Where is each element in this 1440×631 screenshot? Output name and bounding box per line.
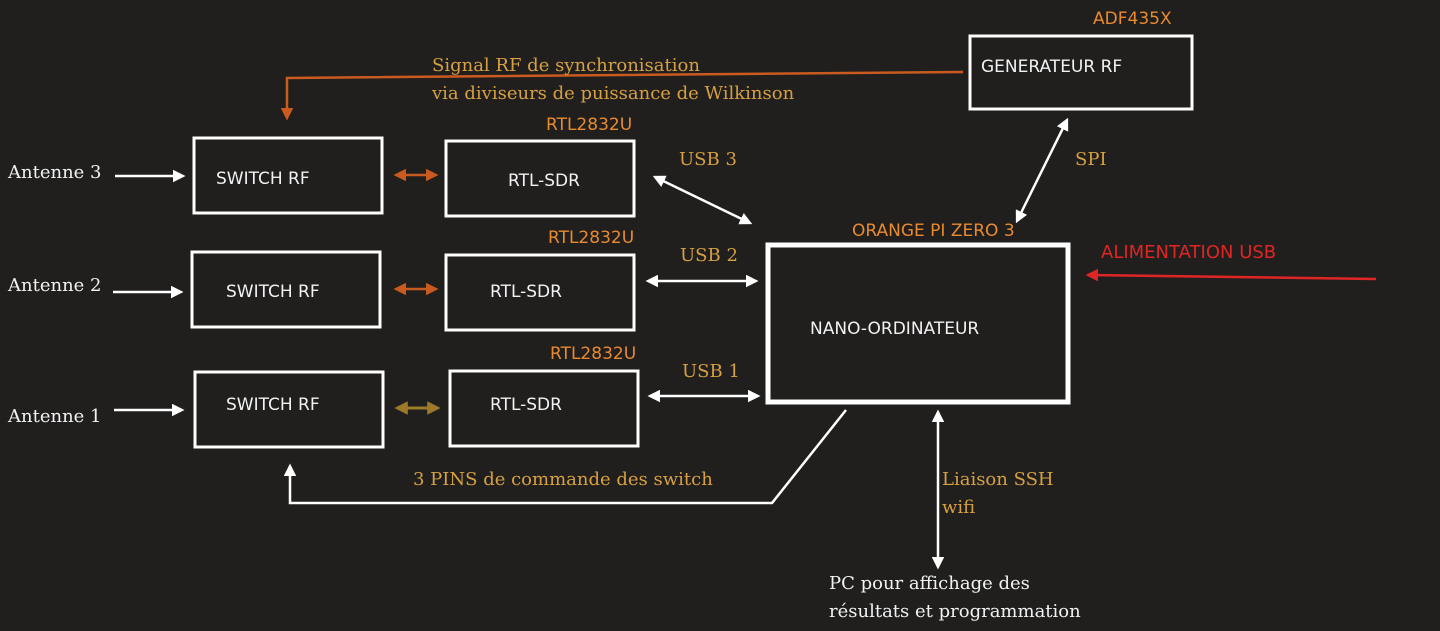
switch-control-line: [283, 409, 847, 505]
switch-rf-3-box: [192, 136, 384, 215]
rtl-sdr-3-label: RTL-SDR: [508, 171, 580, 191]
generator-chip-label: ADF435X: [1093, 9, 1172, 29]
pc-label-line2: résultats et programmation: [829, 601, 1081, 622]
antenna-3-label: Antenne 3: [7, 162, 102, 183]
switch-rf-1-box: [193, 370, 385, 449]
rtl-chip-2-label: RTL2832U: [548, 228, 634, 248]
rf-sync-line: [280, 70, 964, 121]
usb-3-label: USB 3: [679, 149, 737, 170]
rtl-sdr-1-label: RTL-SDR: [490, 395, 562, 415]
ssh-label-line1: Liaison SSH: [942, 469, 1054, 490]
usb-1-label: USB 1: [682, 361, 740, 382]
computer-model-label: ORANGE PI ZERO 3: [852, 221, 1015, 241]
rtl-chip-1-label: RTL2832U: [550, 344, 636, 364]
power-label: ALIMENTATION USB: [1101, 242, 1276, 263]
switch-rf-2-box: [190, 250, 382, 329]
rtl-sdr-2-box: [444, 253, 636, 332]
rtl-sdr-2-label: RTL-SDR: [490, 282, 562, 302]
rf-generator-box: [968, 34, 1194, 111]
spi-label: SPI: [1075, 149, 1107, 170]
usb-power-arrow: [1085, 268, 1377, 282]
sync-label-line2: via diviseurs de puissance de Wilkinson: [431, 83, 795, 104]
spi-link: [1015, 117, 1069, 224]
usb-3-link: [652, 175, 753, 225]
sync-label-line1: Signal RF de synchronisation: [432, 55, 700, 76]
nano-computer-box: [765, 242, 1071, 405]
switch-rf-2-label: SWITCH RF: [226, 282, 320, 302]
ssh-label-line2: wifi: [942, 497, 975, 518]
rtl-sdr-1-box: [448, 369, 640, 448]
switch-rf-3-label: SWITCH RF: [216, 169, 310, 189]
switch-rf-1-label: SWITCH RF: [226, 395, 320, 415]
rtl-sdr-3-box: [444, 139, 636, 218]
rtl-chip-3-label: RTL2832U: [546, 115, 632, 135]
antenna-2-label: Antenne 2: [7, 275, 102, 296]
generator-label: GENERATEUR RF: [981, 57, 1122, 77]
pc-label-line1: PC pour affichage des: [829, 573, 1030, 594]
antenna-1-label: Antenne 1: [7, 406, 102, 427]
control-pins-label: 3 PINS de commande des switch: [413, 469, 713, 490]
computer-label: NANO-ORDINATEUR: [810, 319, 979, 339]
usb-2-label: USB 2: [680, 245, 738, 266]
